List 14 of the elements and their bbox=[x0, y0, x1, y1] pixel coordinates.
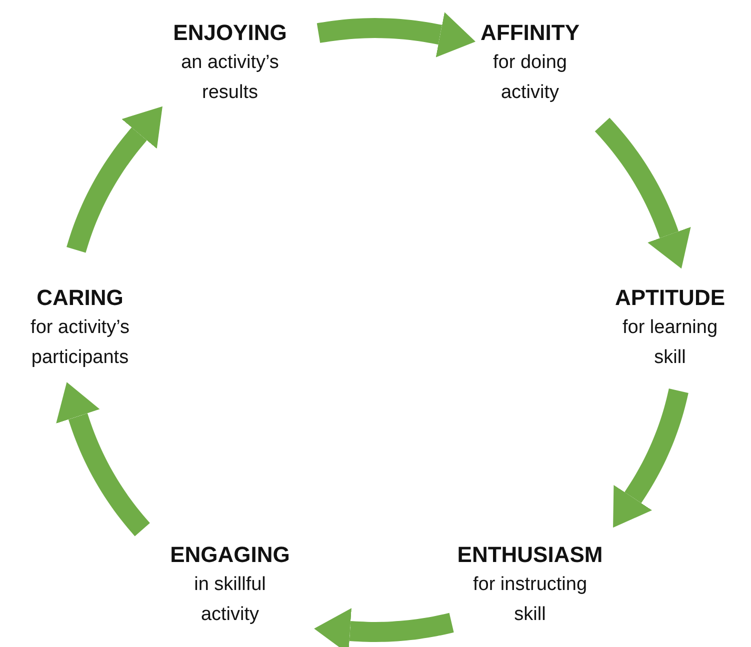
stage-description: for instructing skill bbox=[472, 573, 588, 627]
stage-heading: AFFINITY bbox=[480, 19, 580, 47]
stage-heading: APTITUDE bbox=[614, 284, 726, 312]
stage-heading: ENTHUSIASM bbox=[456, 541, 604, 569]
stage-description: for learning skill bbox=[621, 316, 719, 370]
stage-description: an activity’s results bbox=[180, 51, 280, 105]
stage-description: in skillful activity bbox=[193, 573, 267, 627]
curved-arrow bbox=[56, 382, 152, 538]
stage-heading: ENJOYING bbox=[172, 19, 288, 47]
stage-description: for activity’s participants bbox=[30, 316, 130, 370]
stage-description: for doing activity bbox=[492, 51, 568, 105]
stage-heading: CARING bbox=[36, 284, 124, 312]
curved-arrow bbox=[593, 116, 691, 269]
stage-heading: ENGAGING bbox=[169, 541, 291, 569]
